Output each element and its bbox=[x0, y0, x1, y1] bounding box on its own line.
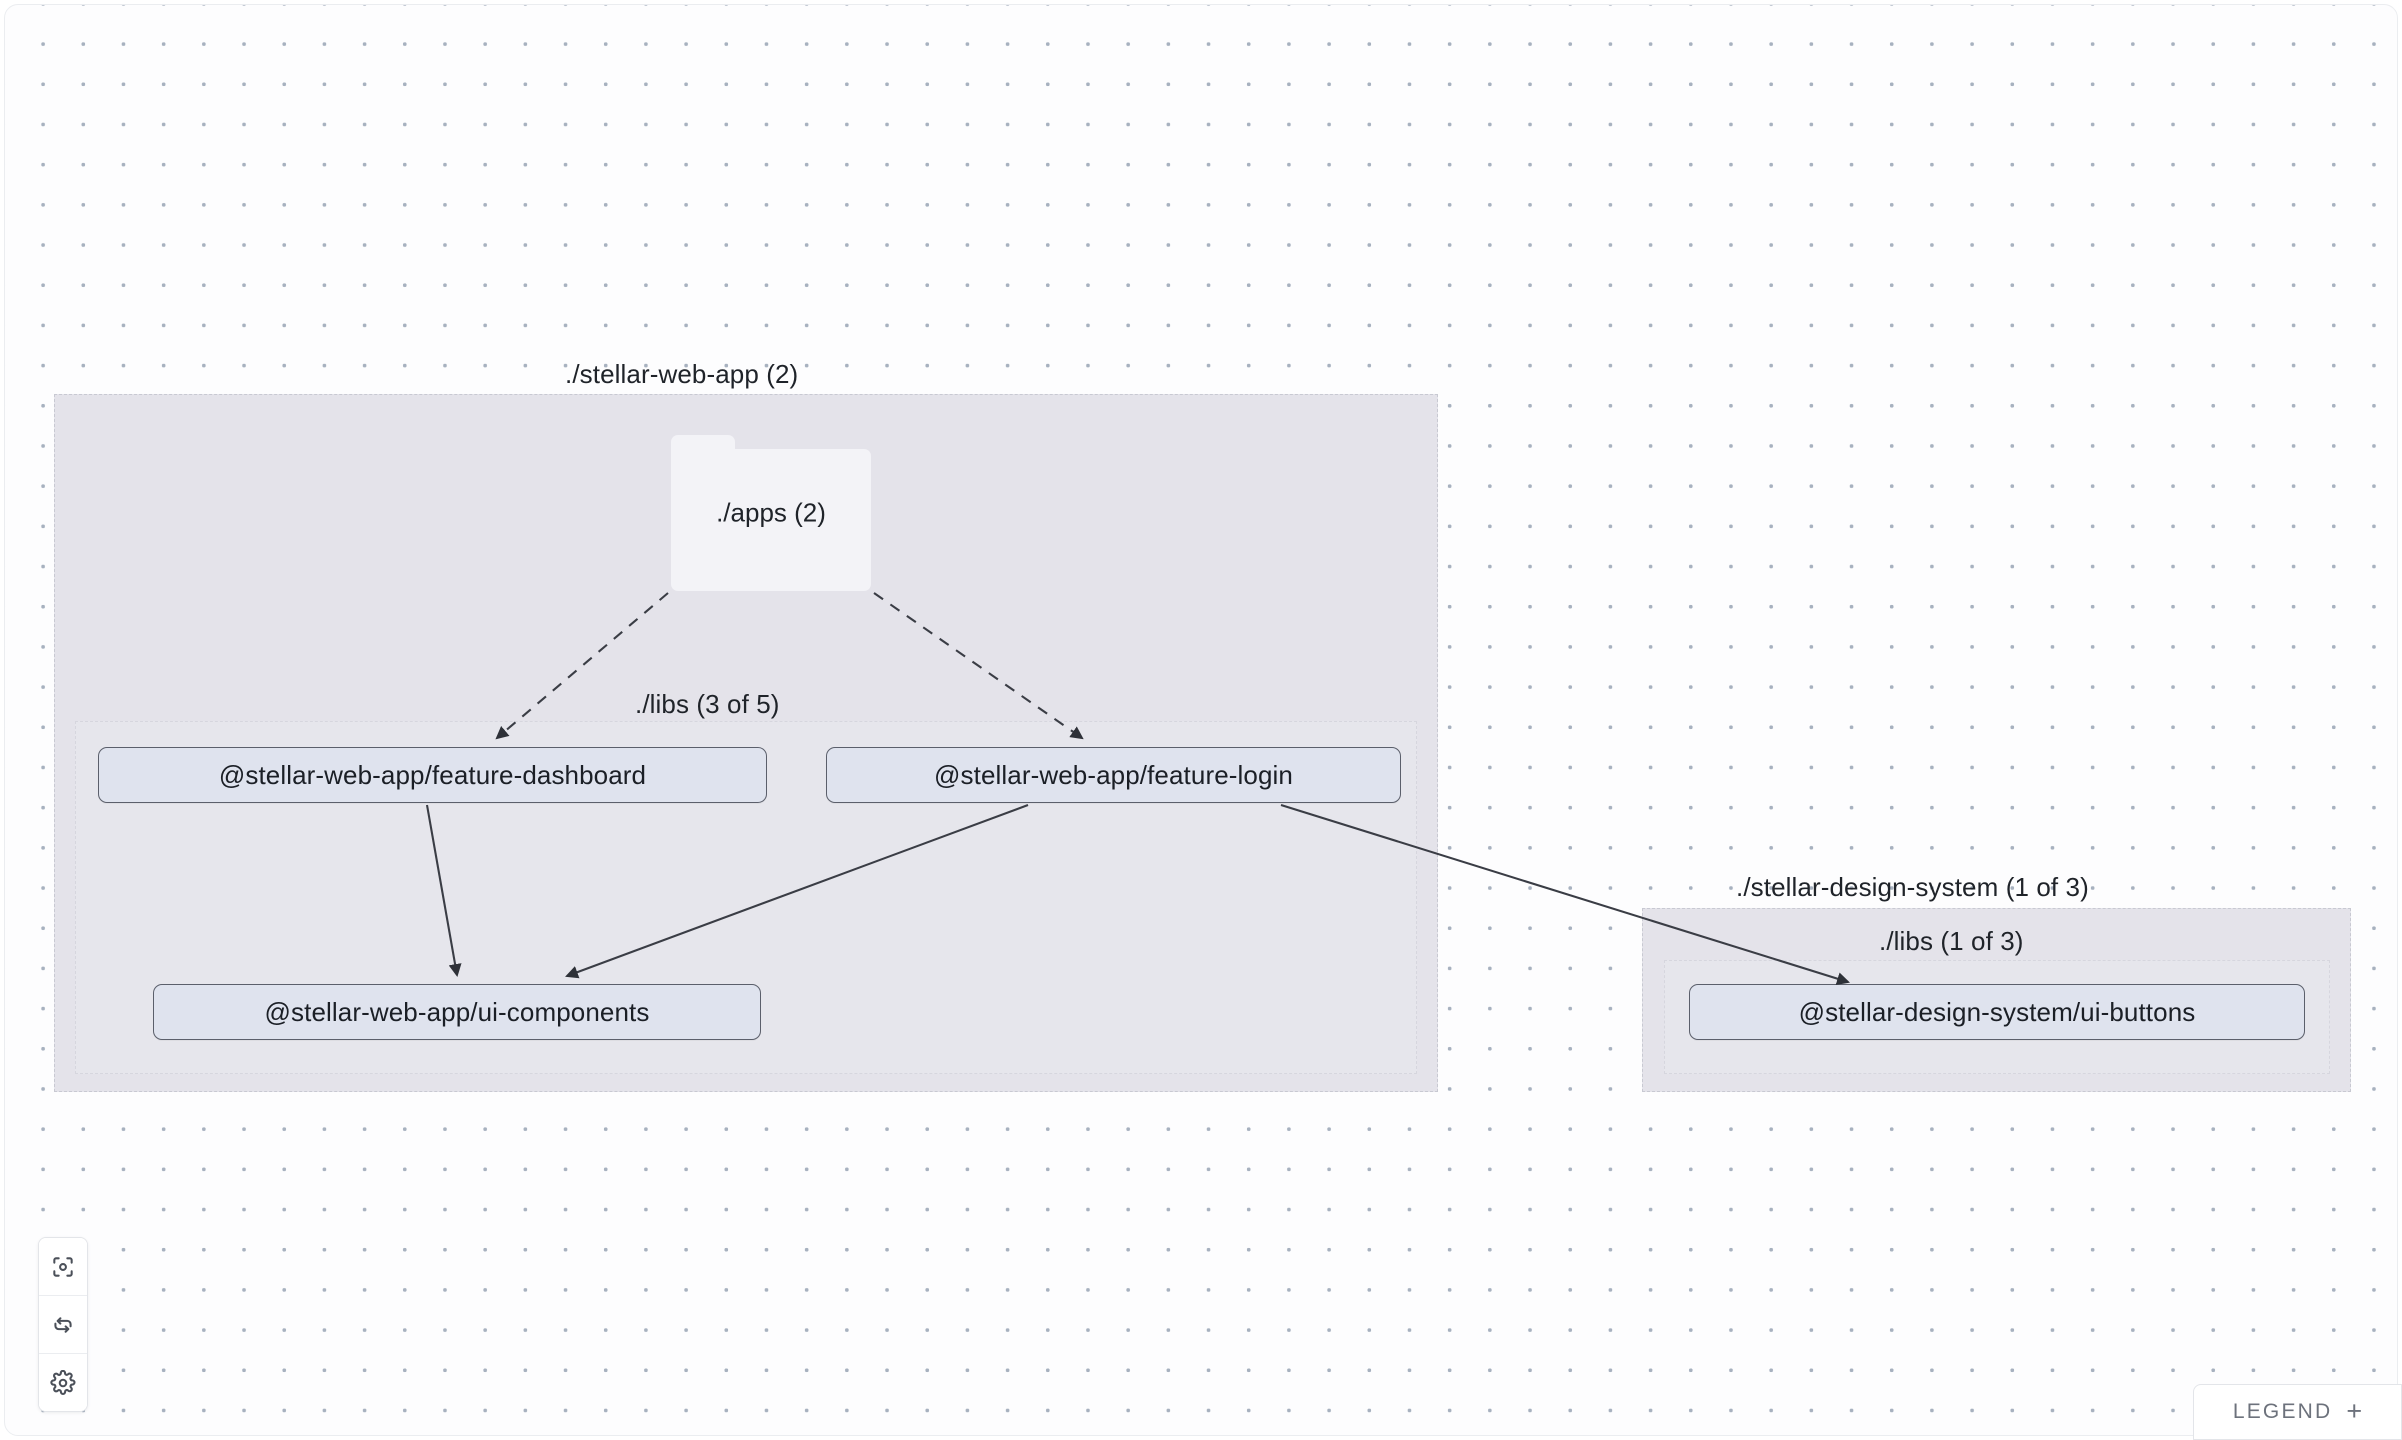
node-ui-components[interactable]: @stellar-web-app/ui-components bbox=[153, 984, 761, 1040]
refresh-button[interactable] bbox=[39, 1296, 87, 1354]
node-ui-buttons[interactable]: @stellar-design-system/ui-buttons bbox=[1689, 984, 2305, 1040]
node-label-ui-buttons: @stellar-design-system/ui-buttons bbox=[1798, 996, 2196, 1027]
group-label-stellar-design-system: ./stellar-design-system (1 of 3) bbox=[1736, 872, 2089, 902]
plus-icon: + bbox=[2346, 1395, 2363, 1426]
gear-icon bbox=[50, 1369, 76, 1395]
node-label-feature-dashboard: @stellar-web-app/feature-dashboard bbox=[218, 759, 647, 790]
refresh-icon bbox=[54, 1316, 72, 1333]
graph-canvas[interactable]: ./stellar-web-app (2) ./libs (3 of 5) ./… bbox=[4, 4, 2398, 1436]
folder-body bbox=[671, 449, 871, 591]
legend-label: LEGEND bbox=[2232, 1400, 2333, 1423]
settings-button[interactable] bbox=[39, 1354, 87, 1411]
node-label-feature-login: @stellar-web-app/feature-login bbox=[934, 759, 1293, 790]
node-feature-dashboard[interactable]: @stellar-web-app/feature-dashboard bbox=[98, 747, 767, 803]
folder-apps[interactable]: ./apps (2) bbox=[671, 435, 871, 591]
focus-button[interactable] bbox=[39, 1238, 87, 1296]
focus-icon bbox=[53, 1256, 73, 1277]
canvas-controls[interactable] bbox=[38, 1237, 88, 1412]
group-label-stellar-design-system-libs: ./libs (1 of 3) bbox=[1879, 926, 2024, 956]
group-label-stellar-web-app: ./stellar-web-app (2) bbox=[565, 359, 799, 389]
node-label-ui-components: @stellar-web-app/ui-components bbox=[264, 996, 650, 1027]
node-feature-login[interactable]: @stellar-web-app/feature-login bbox=[826, 747, 1401, 803]
legend-button[interactable]: LEGEND + bbox=[2193, 1384, 2402, 1440]
group-label-stellar-web-app-libs: ./libs (3 of 5) bbox=[635, 689, 780, 719]
folder-label-apps: ./apps (2) bbox=[716, 497, 826, 528]
folder-tab bbox=[671, 435, 735, 453]
